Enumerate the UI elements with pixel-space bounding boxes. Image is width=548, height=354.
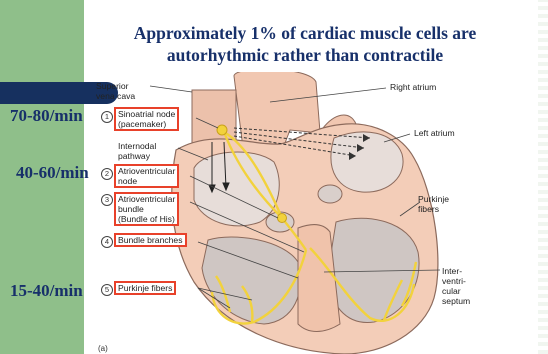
bundle-line-1: Atrioventricular — [118, 194, 175, 204]
sa-line-1: Sinoatrial node — [118, 109, 175, 119]
label-internodal-pathway: Internodal pathway — [118, 141, 156, 161]
callout-atrioventricular-node: Atrioventricular node — [114, 164, 179, 188]
callout-av-bundle: Atrioventricular bundle (Bundle of His) — [114, 192, 179, 226]
rate-sa-node: 70-80/min — [10, 106, 83, 126]
septum-line-3: cular — [442, 286, 470, 296]
label-left-atrium: Left atrium — [414, 128, 455, 138]
av-line-1: Atrioventricular — [118, 166, 175, 176]
av-line-2: node — [118, 176, 175, 186]
septum-line-2: ventri- — [442, 276, 470, 286]
label-superior-vena-cava: Superior vena cava — [96, 81, 135, 101]
septum-line-1: Inter- — [442, 266, 470, 276]
number-badge-1: 1 — [101, 111, 113, 123]
svc-line-1: Superior — [96, 81, 135, 91]
label-interventricular-septum: Inter- ventri- cular septum — [442, 266, 470, 306]
label-right-atrium: Right atrium — [390, 82, 436, 92]
number-badge-5: 5 — [101, 284, 113, 296]
title-line-2: autorhythmic rather than contractile — [100, 44, 510, 66]
purkinje-right-line-1: Purkinje — [418, 194, 449, 204]
internodal-line-2: pathway — [118, 151, 156, 161]
callout-sinoatrial-node: Sinoatrial node (pacemaker) — [114, 107, 179, 131]
rate-av-node: 40-60/min — [16, 163, 89, 183]
figure-caption: (a) — [98, 344, 108, 353]
internodal-line-1: Internodal — [118, 141, 156, 151]
sa-line-2: (pacemaker) — [118, 119, 175, 129]
rate-purkinje: 15-40/min — [10, 281, 83, 301]
sa-node-marker — [217, 125, 227, 135]
bundle-line-2: bundle — [118, 204, 175, 214]
mitral-valve — [318, 185, 342, 203]
number-badge-2: 2 — [101, 168, 113, 180]
title-line-1: Approximately 1% of cardiac muscle cells… — [100, 22, 510, 44]
leader-svc — [150, 86, 192, 92]
number-badge-3: 3 — [101, 194, 113, 206]
svc-line-2: vena cava — [96, 91, 135, 101]
slide-title: Approximately 1% of cardiac muscle cells… — [100, 22, 510, 66]
callout-bundle-branches: Bundle branches — [114, 233, 187, 247]
right-atrium-chamber — [194, 152, 279, 226]
septum-line-4: septum — [442, 296, 470, 306]
callout-purkinje-fibers: Purkinje fibers — [114, 281, 176, 295]
left-atrium-chamber — [331, 132, 403, 192]
right-edge-pattern — [538, 0, 548, 354]
bundle-line-3: (Bundle of His) — [118, 214, 175, 224]
label-purkinje-fibers-right: Purkinje fibers — [418, 194, 449, 214]
av-node-marker — [278, 214, 287, 223]
number-badge-4: 4 — [101, 236, 113, 248]
purkinje-right-line-2: fibers — [418, 204, 449, 214]
